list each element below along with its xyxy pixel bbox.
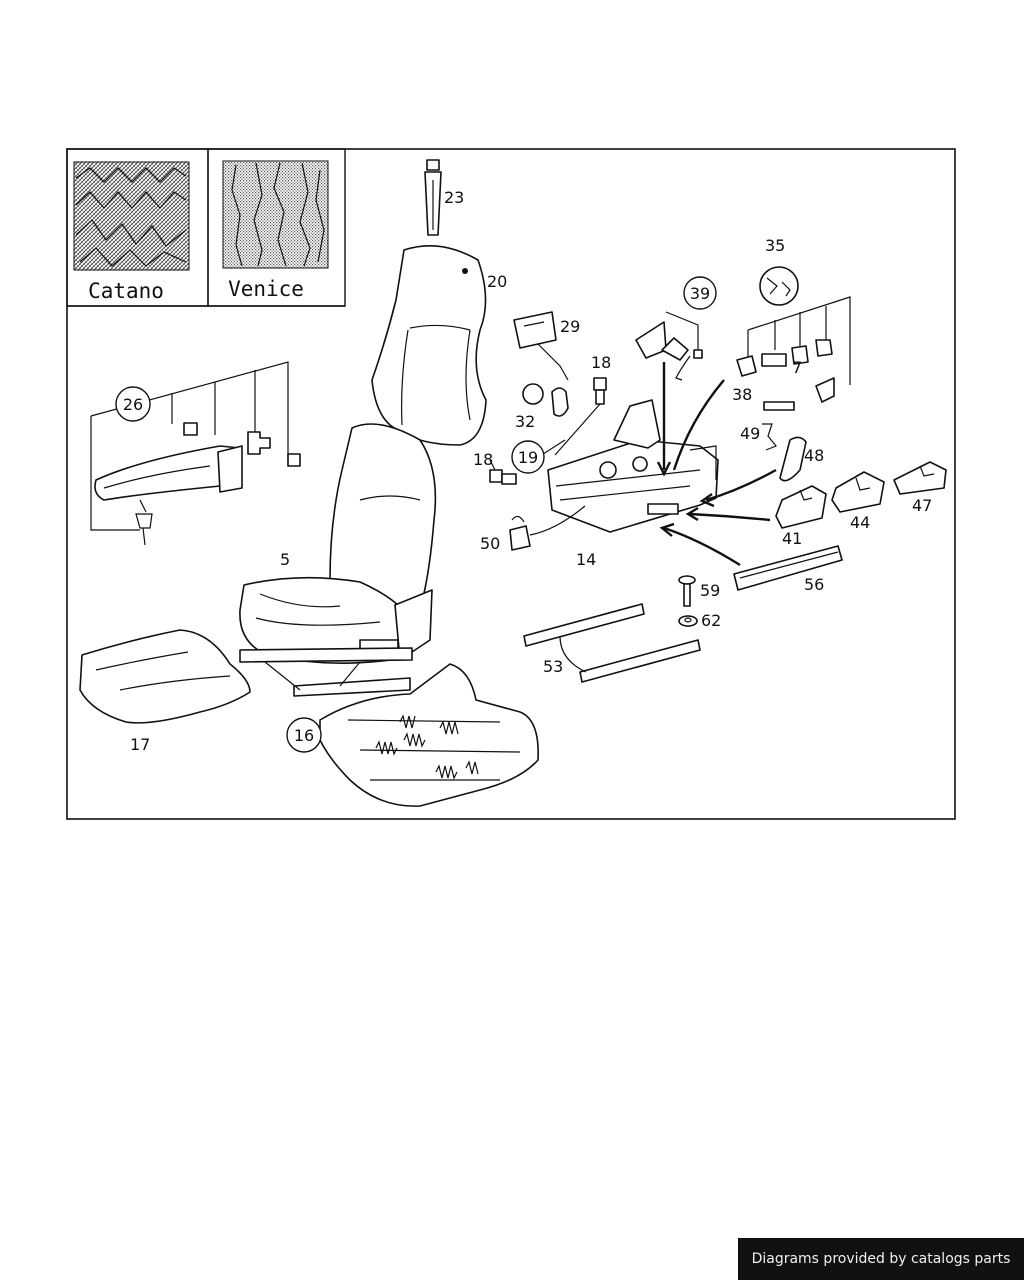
assembly-arrows [656,362,777,567]
part-59-screw [678,575,696,607]
callout-32: 32 [515,412,535,431]
svg-text:16: 16 [294,726,314,745]
part-18-bolt-upper [593,377,607,405]
svg-text:19: 19 [518,448,538,467]
callout-7: 7 [792,358,802,377]
callout-53: 53 [543,657,563,676]
part-50-connector [509,505,586,551]
part-39-sensor-group [635,311,703,381]
swatch-label-catano: Catano [88,279,164,303]
part-20-backrest-cushion [371,244,487,446]
part-5-seat-assembly [239,423,437,697]
swatch-catano: Catano [66,148,209,307]
callout-20: 20 [487,272,507,291]
part-53-seat-rails [523,603,701,683]
callout-48: 48 [804,446,824,465]
callout-18-lower: 18 [473,450,493,469]
part-48-side-cover [779,436,807,482]
swatch-label-venice: Venice [228,277,304,301]
part-29-belt-buckle [513,311,569,417]
callout-50: 50 [480,534,500,553]
part-14-seat-base [547,399,719,533]
part-23-guide-sleeve [424,159,442,236]
callout-29: 29 [560,317,580,336]
callout-35: 35 [765,236,785,255]
callout-26: 26 [115,386,151,422]
callout-14: 14 [576,550,596,569]
svg-text:26: 26 [123,395,143,414]
callout-56: 56 [804,575,824,594]
diagram-frame [66,148,956,820]
part-16-seat-frame-springs [319,663,539,807]
callout-49: 49 [740,424,760,443]
svg-text:39: 39 [690,284,710,303]
part-44-cover [831,471,885,513]
callout-38: 38 [732,385,752,404]
credit-banner: Diagrams provided by catalogs parts [738,1238,1024,1280]
part-17-seat-cushion [79,629,251,724]
callout-44: 44 [850,513,870,532]
callout-39: 39 [683,276,717,310]
part-18-bolt-lower [489,469,517,485]
callout-19: 19 [511,440,545,474]
part-26-armrest-group [90,361,301,546]
callout-16: 16 [286,717,322,753]
part-62-nut [678,615,698,627]
callout-18-upper: 18 [591,353,611,372]
callout-62: 62 [701,611,721,630]
part-47-cover [893,461,947,495]
part-41-cover [775,485,827,529]
callout-41: 41 [782,529,802,548]
swatch-venice: Venice [207,148,346,307]
part-56-trim-strip [733,545,843,591]
callout-17: 17 [130,735,150,754]
callout-23: 23 [444,188,464,207]
callout-59: 59 [700,581,720,600]
part-49-lever [762,423,777,451]
callout-5: 5 [280,550,290,569]
part-35-adjuster-group [736,266,851,411]
callout-47: 47 [912,496,932,515]
